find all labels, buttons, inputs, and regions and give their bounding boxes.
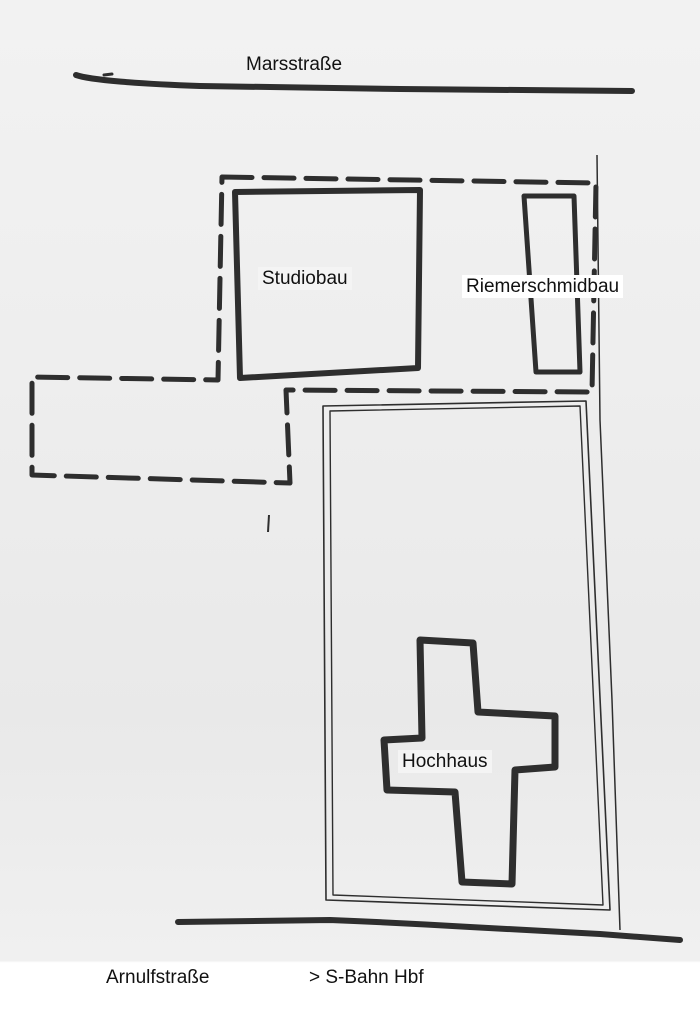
east-edge-line bbox=[596, 154, 621, 931]
hochhaus-label: Hochhaus bbox=[398, 750, 492, 773]
arnulfstrasse-street-line bbox=[175, 916, 683, 943]
riemerschmidbau-label: Riemerschmidbau bbox=[462, 275, 624, 298]
studiobau-label: Studiobau bbox=[258, 267, 352, 290]
ink-tick bbox=[267, 514, 270, 533]
s-bahn-direction-label: > S-Bahn Hbf bbox=[309, 967, 424, 988]
marsstrasse-street-line bbox=[73, 72, 635, 94]
hochhaus-outline bbox=[380, 636, 559, 888]
arnulfstrasse-label: Arnulfstraße bbox=[106, 967, 210, 988]
marsstrasse-label: Marsstraße bbox=[246, 54, 343, 75]
new-site-outline-inner bbox=[329, 405, 604, 906]
studiobau-outline bbox=[232, 187, 423, 381]
riemerschmidbau-outline bbox=[521, 193, 583, 375]
dashed-site-boundary bbox=[29, 174, 599, 486]
new-site-outline-outer bbox=[322, 400, 611, 911]
ink-speck bbox=[102, 72, 114, 77]
